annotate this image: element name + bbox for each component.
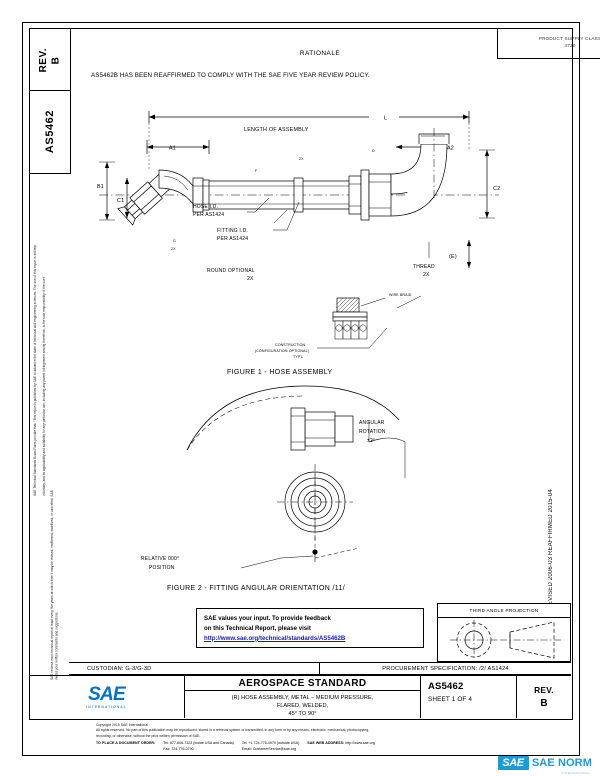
note-fitting-id-line2: PER AS1424 [217,236,248,242]
document-number-text: AS5462 [44,110,56,154]
description-line-1: (R) HOSE ASSEMBLY, METAL – MEDIUM PRESSU… [231,694,374,701]
third-angle-projection-symbol [450,620,562,660]
dim-label-a1: A1 [169,146,176,152]
feedback-line-1: SAE values your input. To provide feedba… [204,615,331,622]
figure2-angular-line1: ANGULAR [359,420,385,426]
sae-norm-watermark: SAE SAE NORM INTERNATIONAL [498,756,592,775]
drawing-area: L LENGTH OF ASSEMBLY A1 A2 B1 C1 C2 (E) … [69,90,571,650]
sae-logo-cell: SAE INTERNATIONAL [29,676,185,718]
description-line-2: FLARED, WELDED, [276,702,329,709]
sheet-number: SHEET 1 OF 4 [428,696,473,703]
figure2-caption: FIGURE 2 - FITTING ANGULAR ORIENTATION /… [167,585,345,592]
product-supply-class-box: PRODUCT SUPPLY CLASS 4720 [497,28,600,59]
disclaimer-line-2: voluntary, and its applicability and sui… [42,275,46,496]
disclaimer-line-3: SAE reviews each technical report at lea… [50,489,59,680]
sae-logo-subtitle: INTERNATIONAL [86,705,127,710]
product-class-label: PRODUCT SUPPLY CLASS [538,36,600,42]
dim-label-length-of-assembly: LENGTH OF ASSEMBLY [244,127,309,133]
note-construction-line3: TYP'L [293,355,303,359]
sae-norm-sub: INTERNATIONAL [562,771,590,775]
dim-label-f: F [255,169,258,173]
footer-email: Email: CustomerService@sae.org [241,747,297,752]
footer-order-row: TO PLACE A DOCUMENT ORDER: Tel: 877-606-… [96,741,516,753]
note-construction-line2: (CONFIGURATION OPTIONAL) [255,349,309,353]
dim-label-d: D [372,149,375,153]
custodian-row: CUSTODIAN: G-3/G-3D PROCUREMENT SPECIFIC… [69,662,571,675]
dim-label-c1: C1 [117,198,124,204]
footer-web-label: SAE WEB ADDRESS: [307,741,345,746]
figure2-angular-line2: ROTATION [359,429,386,435]
figure2-relative-line1: RELATIVE 000° [141,556,179,562]
note-thread-qty: 2X [423,272,430,278]
revision-cell-label: REV. [534,685,554,695]
note-2x-left: 2X [171,247,176,251]
note-fitting-id-line1: FITTING I.D. [217,228,248,234]
custodian-cell: CUSTODIAN: G-3/G-3D [69,663,320,674]
footer-order-usa: Tel: 877-606-7323 (inside USA and Canada… [163,741,234,753]
feedback-box: SAE values your input. To provide feedba… [196,608,424,648]
note-hose-id-line2: PER AS1424 [193,212,224,218]
note-hose-id-line1: HOSE I.D. [193,204,218,210]
figure2-relative-line2: POSITION [149,565,175,571]
note-2x-top: 2X [299,157,304,161]
sae-norm-text: SAE NORM [531,757,592,769]
note-thread: THREAD [413,264,435,270]
title-block: SAE INTERNATIONAL AEROSPACE STANDARD (R)… [29,675,571,718]
footer-order-intl: Tel: +1 724-776-4970 (outside USA) Email… [242,741,299,753]
footer-web: SAE WEB ADDRESS: http://www.sae.org [307,741,375,753]
third-angle-projection-box: THIRD ANGLE PROJECTION [437,603,571,662]
third-angle-projection-title: THIRD ANGLE PROJECTION [438,604,570,618]
footer: Copyright 2015 SAE International All rig… [96,723,516,753]
footer-copyright: Copyright 2015 SAE International [96,723,148,727]
procurement-spec-cell: PROCUREMENT SPECIFICATION: /2/ AS1424 [382,665,509,672]
title-cell: AEROSPACE STANDARD (R) HOSE ASSEMBLY, ME… [185,676,421,718]
technical-drawing-svg: L LENGTH OF ASSEMBLY A1 A2 B1 C1 C2 (E) … [97,111,500,592]
inner-border [29,28,573,720]
footer-order-label: TO PLACE A DOCUMENT ORDER: [96,741,156,746]
product-class-value: 4720 [564,43,576,48]
revision-cell-value: B [540,698,548,709]
dim-label-l: L [384,116,387,122]
footer-tel-usa: Tel: 877-606-7323 (inside USA and Canada… [163,741,234,746]
feedback-link[interactable]: http://www.sae.org/technical/standards/A… [204,634,346,642]
product-supply-class-text: PRODUCT SUPPLY CLASS 4720 [539,36,600,50]
rationale-heading: RATIONALE [299,50,341,57]
rationale-body-text: AS5462B HAS BEEN REAFFIRMED TO COMPLY WI… [91,72,370,79]
note-wire-braid: WIRE BRAID [389,293,412,297]
footer-fax: Fax: 724-776-0790 [163,747,194,752]
dim-label-a2: A2 [447,146,454,152]
footer-rights-line-2: recording, or otherwise, without the pri… [96,733,201,738]
footer-rights-line-1: All rights reserved. No part of this pub… [96,728,370,733]
document-id-number: AS5462 [428,681,464,692]
sae-logo: SAE [88,683,126,705]
dim-label-b1: B1 [97,184,104,190]
revision-box-text: REV.B [37,47,62,73]
outer-border [22,22,580,756]
rationale-section: PRODUCT SUPPLY CLASS 4720 RATIONALE AS54… [69,28,600,90]
description-line-3: 45° TO 90° [288,711,317,718]
footer-web-value: http://www.sae.org [345,741,375,746]
sae-norm-mark: SAE [498,756,529,770]
note-round-optional: ROUND OPTIONAL [207,268,255,274]
feedback-line-2: on this Technical Report, please visit [204,624,311,632]
standard-type-title: AEROSPACE STANDARD [185,676,420,691]
dim-label-e: (E) [449,254,457,260]
figure2-angular-line3: ±2° [367,438,375,444]
revision-cell: REV. B [517,676,571,718]
note-construction-line1: CONSTRUCTION [275,343,306,347]
dim-label-c2: C2 [493,186,500,192]
standard-description: (R) HOSE ASSEMBLY, METAL – MEDIUM PRESSU… [232,691,374,719]
footer-tel-intl: Tel: +1 724-776-4970 (outside USA) [241,741,300,746]
document-number-box: AS5462 [29,90,71,174]
document-id-cell: AS5462 SHEET 1 OF 4 [421,676,517,718]
revision-box: REV.B [29,28,71,92]
dim-label-g: G [173,239,176,243]
note-round-optional-qty: 2X [247,276,254,282]
figure1-caption: FIGURE 1 - HOSE ASSEMBLY [227,369,333,376]
